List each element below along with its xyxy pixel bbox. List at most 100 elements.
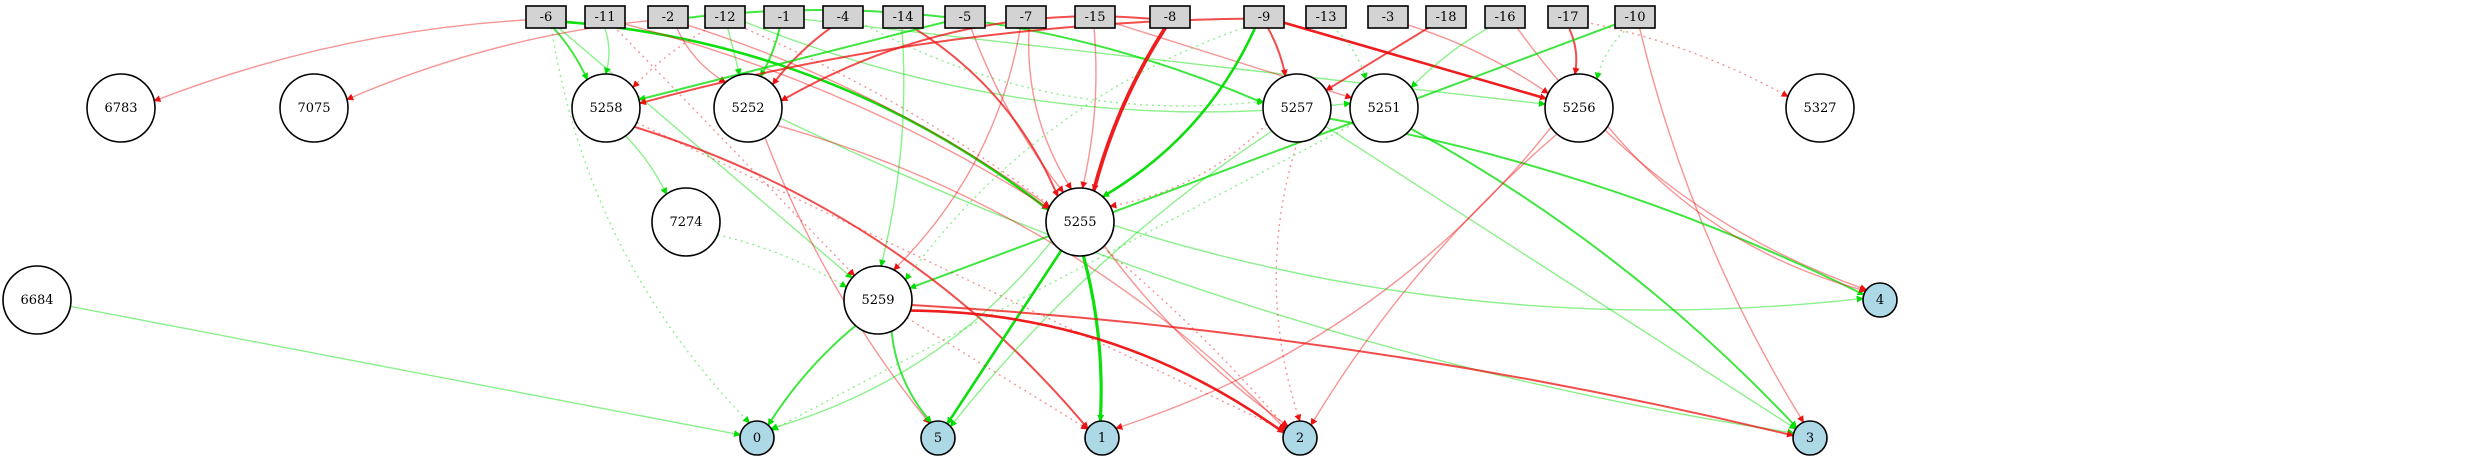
edge--4-to-5257 [854,18,1265,107]
edge--4-to-5252 [771,24,835,86]
edge--2-to-5255 [678,21,1051,208]
output-node-1-shape [1084,420,1120,456]
input-node--6: -6 [525,5,567,29]
hidden-node-6684: 6684 [2,265,72,335]
edge--18-to-5257 [1325,22,1437,92]
input-node--10-shape [1614,5,1656,29]
edge--6-to-6783 [153,18,535,102]
output-node-0-label: 0 [753,431,761,446]
hidden-node-5327-label: 5327 [1803,101,1836,116]
edge--12-to-5258 [632,23,716,88]
hidden-node-5251: 5251 [1349,73,1419,143]
output-node-5: 5 [920,420,956,456]
input-node--8: -8 [1149,5,1191,29]
edge-5258-to-1 [634,125,1089,430]
input-node--2-shape [647,5,689,29]
hidden-node-7075-shape [279,73,349,143]
input-node--13-shape [1305,5,1347,29]
hidden-node-5252: 5252 [713,73,783,143]
hidden-node-5259: 5259 [843,265,913,335]
edge--9-to-5256 [1275,19,1547,101]
output-node-2: 2 [1282,420,1318,456]
input-node--4-shape [822,5,864,29]
edge--10-to-5256 [1594,26,1630,80]
edge-5259-to-3 [911,304,1794,438]
input-node--14-shape [882,5,924,29]
hidden-node-7274: 7274 [651,187,721,257]
edge-5251-to-3 [1410,127,1798,429]
input-node--18-shape [1425,5,1467,29]
edge--11-to-5258 [604,28,611,75]
edge--15-to-5255 [1080,28,1097,189]
output-node-0: 0 [739,420,775,456]
edge--2-to-5252 [675,25,727,84]
input-node--14: -14 [882,5,924,29]
edge--8-to-5255 [1091,26,1167,192]
edge-6684-to-0 [70,305,741,438]
input-node--12: -12 [704,5,746,29]
edge--14-to-5255 [910,25,1059,197]
output-node-1: 1 [1084,420,1120,456]
hidden-node-5255-shape [1045,187,1115,257]
output-node-4-shape [1862,282,1898,318]
hidden-node-5259-shape [843,265,913,335]
edge--9-to-5257 [1267,27,1288,77]
input-node--15-shape [1074,5,1116,29]
input-node--11-shape [584,5,626,29]
hidden-node-7274-shape [651,187,721,257]
hidden-node-5257-shape [1262,73,1332,143]
edge--12-to-2 [734,23,1287,429]
hidden-node-6783-label: 6783 [104,101,137,116]
hidden-node-5255: 5255 [1045,187,1115,257]
input-node--12-shape [704,5,746,29]
input-node--6-label: -6 [540,10,553,25]
input-node--10-label: -10 [1625,10,1646,25]
edge-layer [70,9,1868,438]
hidden-node-5257: 5257 [1262,73,1332,143]
edge-5257-to-4 [1329,117,1865,296]
hidden-node-7274-label: 7274 [669,215,702,230]
edge-5251-to-0 [771,123,1355,431]
edge--7-to-5255 [1028,28,1072,190]
input-node--8-label: -8 [1164,10,1177,25]
input-node--14-label: -14 [893,10,914,25]
hidden-node-6684-label: 6684 [20,293,53,308]
input-node--18-label: -18 [1436,10,1457,25]
edge--12-to-5251 [736,17,1351,113]
input-node--11: -11 [584,5,626,29]
edge-5252-to-5 [764,137,931,424]
edge-5257-to-5255 [1109,123,1268,209]
input-node--3-label: -3 [1382,10,1395,25]
output-node-3-shape [1792,420,1828,456]
hidden-node-5258-shape [571,73,641,143]
edge--10-to-3 [1638,27,1805,423]
input-node--3: -3 [1367,5,1409,29]
edge-5256-to-4 [1607,125,1867,293]
input-node--5-shape [944,5,986,29]
edge--17-to-5256 [1568,28,1580,75]
input-node--7-label: -7 [1020,10,1033,25]
input-node--5-label: -5 [959,10,972,25]
hidden-node-5327-shape [1785,73,1855,143]
node-layer: -6-11-2-12-1-4-14-5-7-15-8-9-13-3-18-16-… [2,5,1898,456]
hidden-node-6783-shape [86,73,156,143]
edge-5256-to-1 [1115,126,1552,430]
hidden-node-5251-label: 5251 [1367,101,1400,116]
edge--5-to-5258 [638,18,954,102]
edge--3-to-5256 [1398,21,1549,94]
edge--16-to-5251 [1410,23,1496,89]
edge-7274-to-5259 [717,234,848,288]
hidden-node-6783: 6783 [86,73,156,143]
input-node--12-label: -12 [715,10,736,25]
edge--1-to-5256 [795,17,1546,107]
edge-5255-to-5 [946,249,1063,425]
hidden-node-5257-label: 5257 [1280,101,1313,116]
edge-5256-to-2 [1310,133,1558,426]
input-node--15-label: -15 [1085,10,1106,25]
edge-5259-to-0 [767,324,857,426]
edge--6-to-5255 [557,20,1050,211]
hidden-node-7075: 7075 [279,73,349,143]
edge-5259-to-5 [890,331,932,424]
input-node--16-shape [1484,5,1526,29]
